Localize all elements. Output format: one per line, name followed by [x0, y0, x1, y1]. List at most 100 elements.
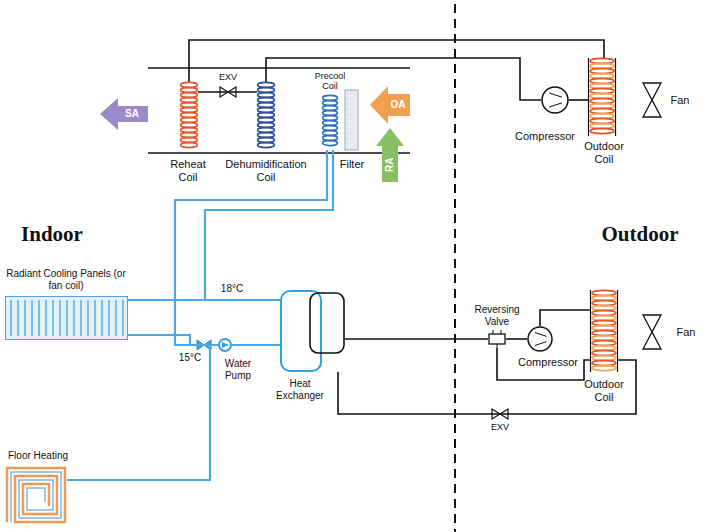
heating-loop	[11, 472, 61, 522]
filter-texture	[347, 94, 356, 95]
coil-loop	[592, 365, 616, 370]
panel-tube	[52, 300, 54, 336]
pipe-connector	[205, 150, 333, 300]
compressor: Compressor	[527, 326, 553, 352]
outcoil-symbol	[590, 290, 618, 372]
panel-tube	[45, 300, 47, 336]
pipe-connector	[266, 58, 541, 100]
coil-symbol	[257, 82, 275, 150]
component-label: Outdoor Coil	[580, 140, 628, 165]
component-label: Precool Coil	[308, 71, 352, 92]
panel-tube	[24, 300, 26, 336]
panel-tube	[94, 300, 96, 336]
filter-texture	[347, 139, 356, 140]
fan-symbol	[643, 315, 661, 349]
panel-body	[6, 297, 128, 340]
valve-ports	[493, 330, 501, 348]
pipe-connector	[189, 40, 604, 82]
compressor-mark	[549, 93, 562, 107]
panel-tube	[108, 300, 110, 336]
filter-media	[345, 90, 358, 150]
compressor-body	[528, 327, 552, 351]
heat-exchanger: Heat Exchanger	[280, 290, 345, 372]
filter-texture	[347, 134, 356, 135]
component-label: Radiant Cooling Panels (or fan coil)	[4, 268, 128, 291]
panel-tube	[31, 300, 33, 336]
pipe-connector	[345, 338, 488, 340]
pipe-connector	[506, 338, 527, 340]
reheat-coil: Reheat Coil	[180, 82, 198, 150]
comp-symbol	[541, 86, 569, 114]
duct-wall	[148, 67, 410, 69]
temperature-label: 18°C	[219, 283, 245, 295]
filter-texture	[347, 129, 356, 130]
pipe-connector	[128, 299, 280, 301]
filter-texture	[347, 119, 356, 120]
filter-texture	[347, 109, 356, 110]
valve-body	[489, 334, 505, 344]
floor-heating: Floor Heating	[5, 466, 67, 524]
airflow-label: OA	[385, 99, 411, 111]
coil-frame	[589, 58, 616, 136]
water-pump: Water Pump	[218, 338, 232, 352]
filter: Filter	[345, 90, 358, 150]
valve-label: EXV	[485, 422, 515, 432]
panel-tube	[73, 300, 75, 336]
outdoor-coil: Outdoor Coil	[590, 290, 618, 372]
coil-loop	[258, 142, 275, 147]
filter-texture	[347, 144, 356, 145]
component-label: Heat Exchanger	[272, 378, 328, 401]
panel-tube	[10, 300, 12, 336]
component-label: Outdoor Coil	[580, 378, 628, 403]
pipe-connector	[67, 345, 218, 480]
compressor-mark	[535, 333, 547, 346]
precool-coil: Precool Coil	[322, 95, 338, 150]
component-label: Dehumidification Coil	[218, 158, 314, 183]
panel-symbol	[5, 296, 128, 340]
component-label: Reheat Coil	[163, 158, 213, 183]
dehumidification-coil: Dehumidification Coil	[257, 82, 275, 150]
coil-loop	[590, 128, 614, 133]
component-label: Reversing Valve	[471, 304, 523, 327]
temperature-label: 15°C	[177, 352, 203, 364]
pipe-connector	[175, 150, 327, 345]
fan-label: Fan	[665, 94, 695, 107]
pump-mark	[222, 342, 229, 348]
panel-tube	[115, 300, 117, 336]
hx-symbol	[280, 290, 345, 372]
panel-tube	[59, 300, 61, 336]
duct-wall	[148, 152, 410, 154]
zone-label: Indoor	[2, 222, 102, 246]
comp-symbol	[527, 326, 553, 352]
outdoor-coil: Outdoor Coil	[588, 58, 616, 136]
pipe-connector	[540, 310, 590, 326]
panel-tube	[122, 300, 124, 336]
coil-loop	[181, 142, 198, 147]
pipe-connector	[128, 335, 218, 345]
compressor-body	[542, 87, 568, 113]
fan-label: Fan	[671, 326, 701, 339]
valve-label: EXV	[213, 72, 243, 82]
component-label: Water Pump	[221, 358, 255, 381]
exchanger-water-side	[281, 291, 321, 371]
zone-label: Outdoor	[585, 222, 695, 246]
rv-symbol	[488, 330, 506, 348]
filter-symbol	[345, 90, 358, 150]
pipe-connector	[497, 348, 590, 380]
panel-tube	[101, 300, 103, 336]
filter-texture	[347, 99, 356, 100]
outdoor-air-arrow	[370, 86, 410, 124]
panel-tube	[66, 300, 68, 336]
airflow-label: RA	[384, 152, 396, 178]
panel-tube	[17, 300, 19, 336]
outcoil-symbol	[588, 58, 616, 136]
radiant-panel: Radiant Cooling Panels (or fan coil)	[5, 296, 128, 340]
component-label: Compressor	[510, 130, 580, 143]
panel-tube	[38, 300, 40, 336]
heating-loop	[7, 468, 65, 522]
component-label: Compressor	[516, 356, 580, 369]
coil-symbol	[322, 95, 338, 150]
coil-frame	[591, 290, 618, 372]
pipe-connector	[569, 99, 588, 101]
pipe-connector	[198, 91, 257, 93]
